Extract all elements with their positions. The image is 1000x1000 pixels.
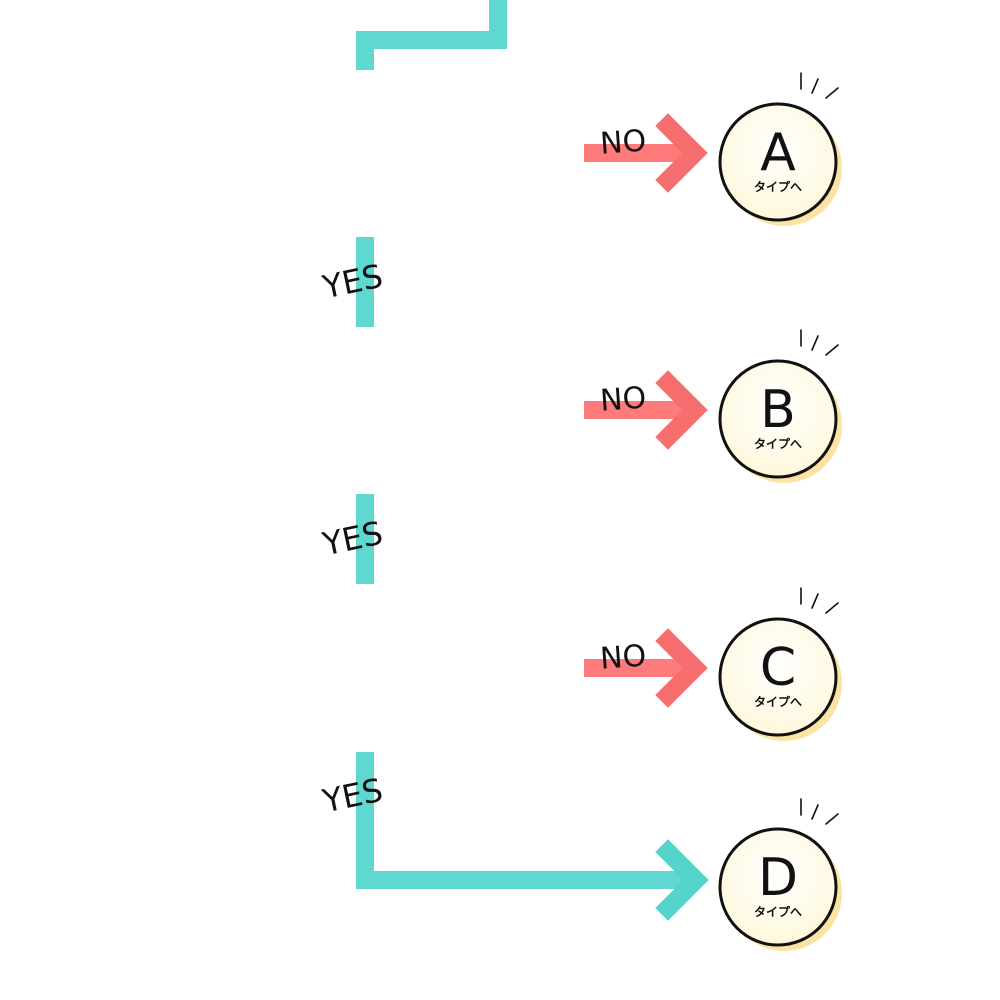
result-d: D タイプへ <box>718 798 842 951</box>
yes-arrow-head-d <box>655 839 709 921</box>
yes-label-2: YES <box>318 514 386 564</box>
result-subtitle-d: タイプへ <box>754 904 802 919</box>
sparkle-icon <box>800 72 839 99</box>
result-letter-d: D <box>758 848 798 908</box>
no-label-a: NO <box>599 124 647 162</box>
sparkle-icon <box>800 798 839 825</box>
result-letter-b: B <box>760 380 796 440</box>
result-letter-a: A <box>760 123 796 183</box>
sparkle-icon <box>800 587 839 614</box>
yes-connector-final <box>356 752 690 889</box>
yes-connector-top <box>356 0 507 70</box>
result-c: C タイプへ <box>718 587 842 741</box>
result-subtitle-b: タイプへ <box>754 436 802 451</box>
no-label-b: NO <box>599 381 647 419</box>
result-a: A タイプへ <box>718 72 842 226</box>
yes-label-1: YES <box>318 257 386 307</box>
no-arrow-a <box>584 113 708 193</box>
no-arrow-c <box>584 628 708 708</box>
no-label-c: NO <box>599 639 647 677</box>
result-b: B タイプへ <box>718 329 842 483</box>
no-arrow-b <box>584 370 708 450</box>
result-subtitle-a: タイプへ <box>754 179 802 194</box>
yes-label-3: YES <box>318 771 386 821</box>
sparkle-icon <box>800 329 839 356</box>
result-letter-c: C <box>760 638 796 698</box>
result-subtitle-c: タイプへ <box>754 694 802 709</box>
